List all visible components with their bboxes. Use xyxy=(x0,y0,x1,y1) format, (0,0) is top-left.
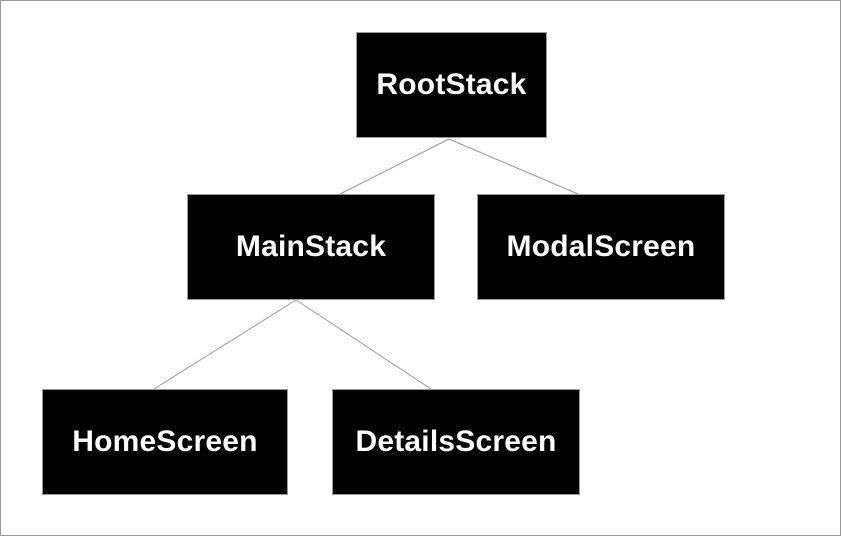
node-rootstack: RootStack xyxy=(356,32,547,138)
edge-mainstack-homescreen xyxy=(153,299,297,390)
node-mainstack-label: MainStack xyxy=(235,230,387,263)
node-homescreen-label: HomeScreen xyxy=(72,425,258,458)
node-detailsscreen-label: DetailsScreen xyxy=(355,425,557,458)
node-homescreen: HomeScreen xyxy=(42,389,288,495)
node-modalscreen: ModalScreen xyxy=(477,194,725,300)
edge-rootstack-modalscreen xyxy=(448,138,579,195)
edge-mainstack-detailsscreen xyxy=(295,299,432,390)
node-rootstack-label: RootStack xyxy=(376,68,527,101)
node-detailsscreen: DetailsScreen xyxy=(332,389,580,495)
node-mainstack: MainStack xyxy=(187,194,435,300)
node-modalscreen-label: ModalScreen xyxy=(506,230,696,263)
edge-rootstack-mainstack xyxy=(339,138,450,195)
